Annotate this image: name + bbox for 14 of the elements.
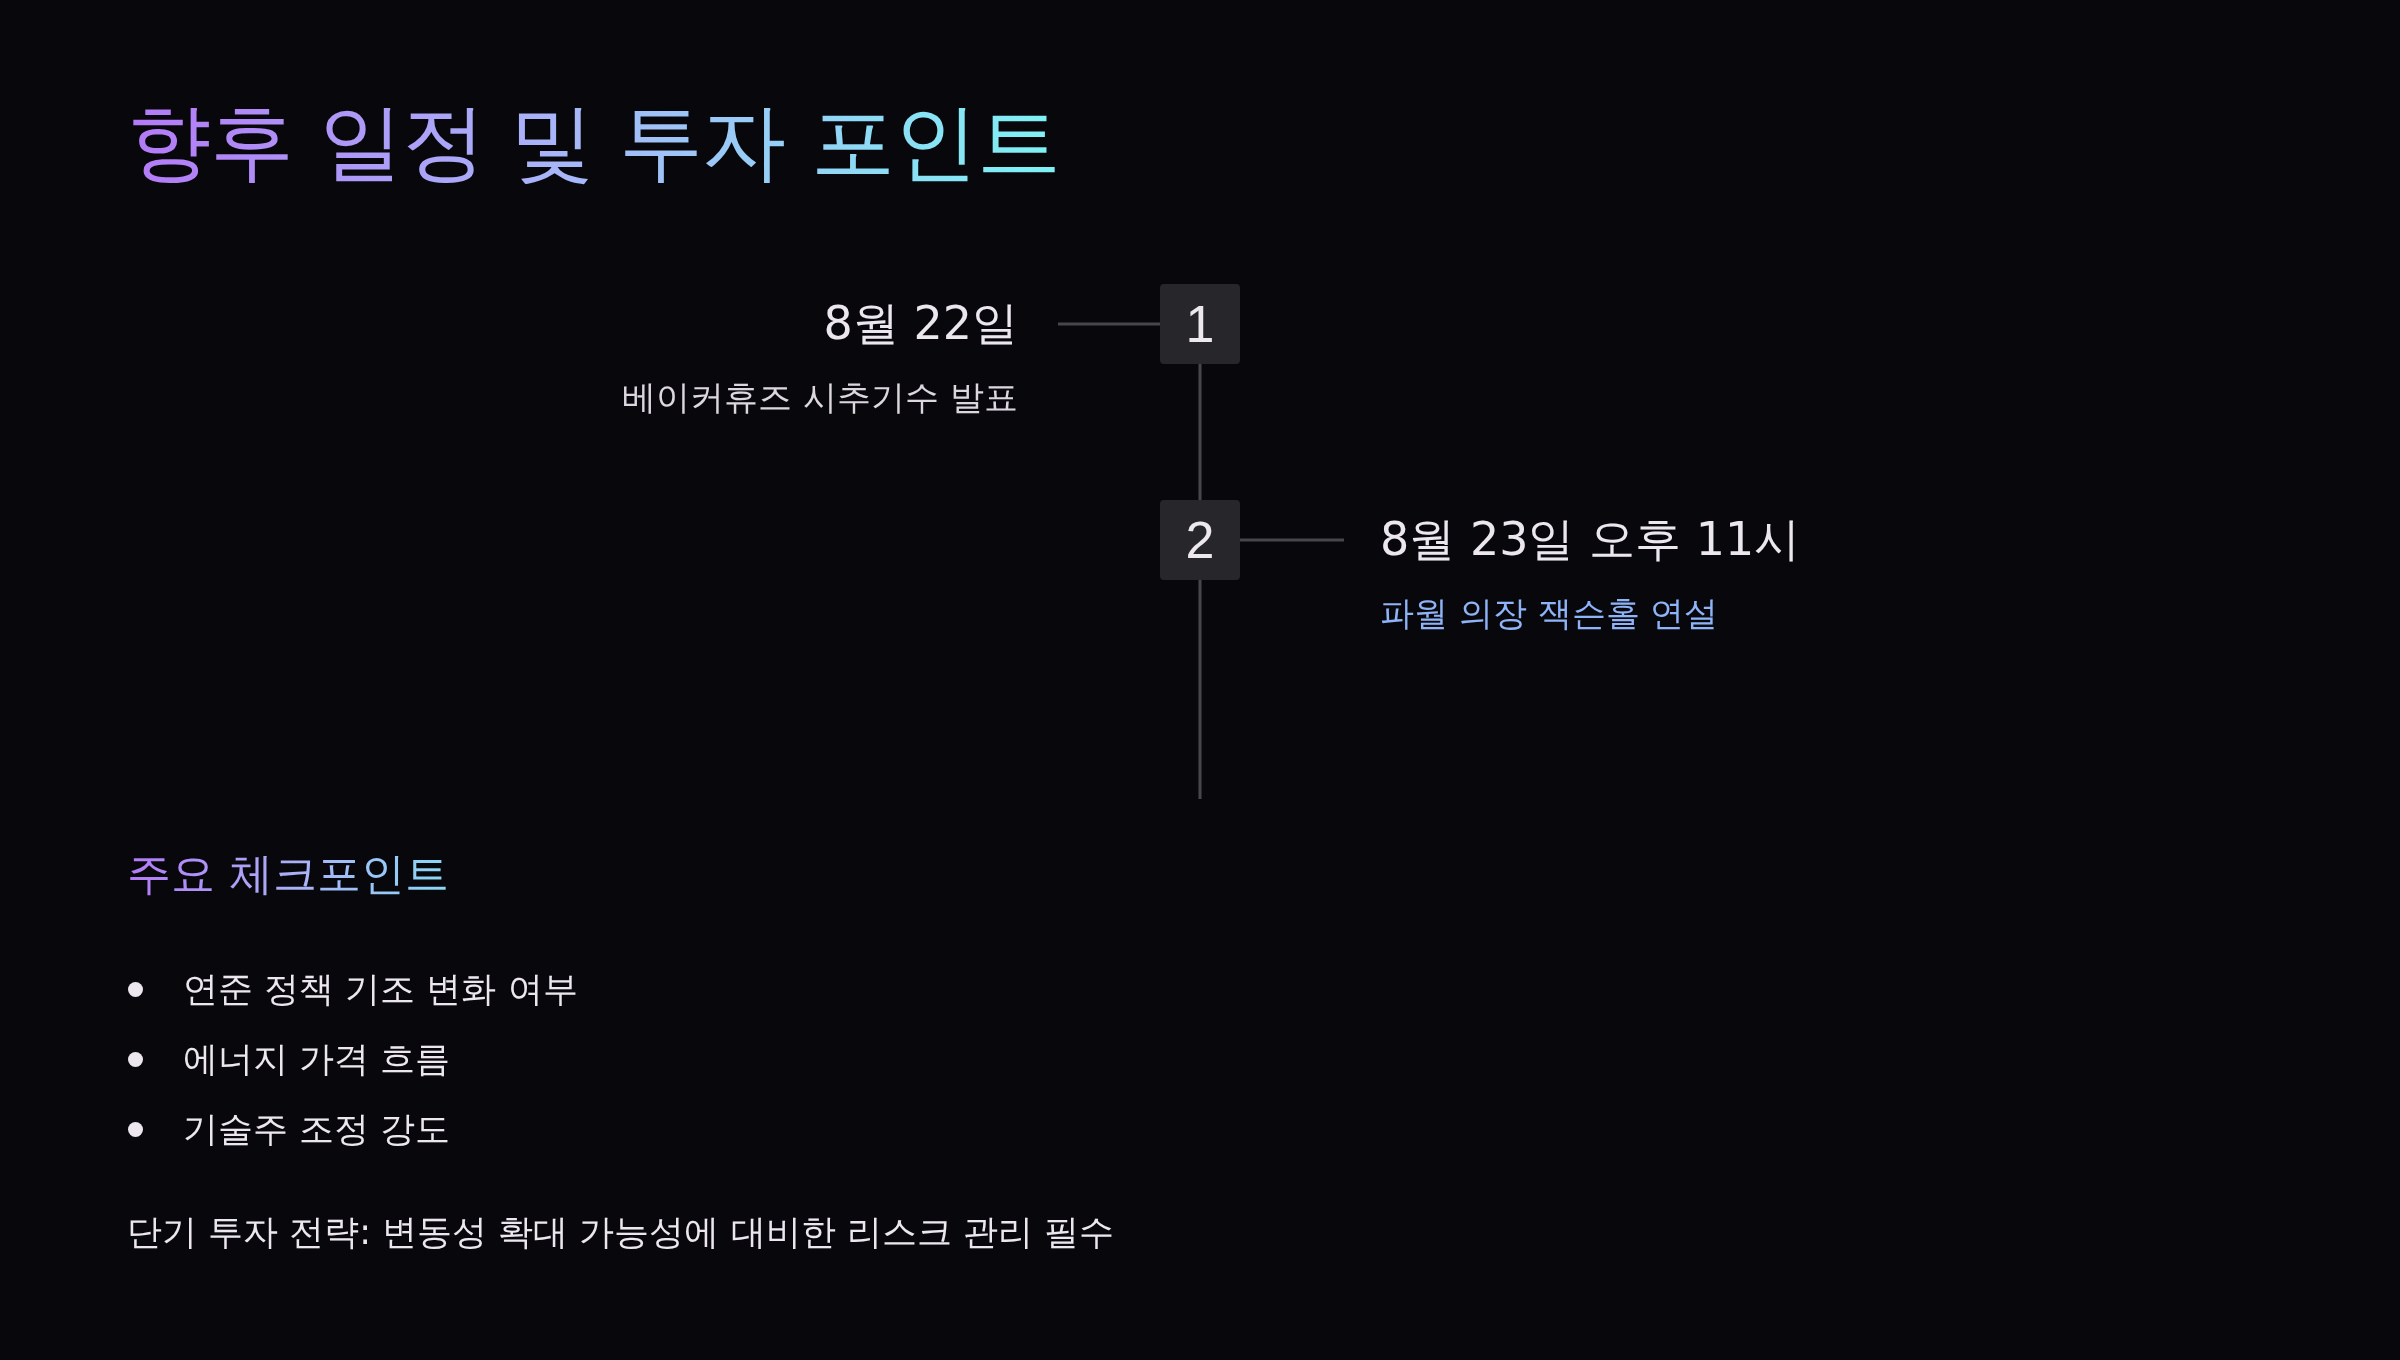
event-description: 베이커휴즈 시추기수 발표 bbox=[622, 377, 1018, 418]
timeline-line bbox=[1198, 364, 1202, 500]
checkpoint-text: 에너지 가격 흐름 bbox=[183, 1038, 451, 1080]
event-description: 파월 의장 잭슨홀 연설 bbox=[1380, 593, 1719, 634]
timeline-line bbox=[1240, 538, 1344, 542]
event-date: 8월 22일 bbox=[823, 296, 1018, 352]
checkpoint-text: 연준 정책 기조 변화 여부 bbox=[183, 968, 578, 1010]
step-number-box: 1 bbox=[1160, 284, 1240, 364]
checkpoint-text: 기술주 조정 강도 bbox=[183, 1108, 451, 1150]
step-number-box: 2 bbox=[1160, 500, 1240, 580]
timeline-line bbox=[1058, 322, 1160, 326]
strategy-note: 단기 투자 전략: 변동성 확대 가능성에 대비한 리스크 관리 필수 bbox=[127, 1211, 1114, 1253]
timeline-line bbox=[1198, 580, 1202, 799]
event-date: 8월 23일 오후 11시 bbox=[1380, 512, 1801, 568]
